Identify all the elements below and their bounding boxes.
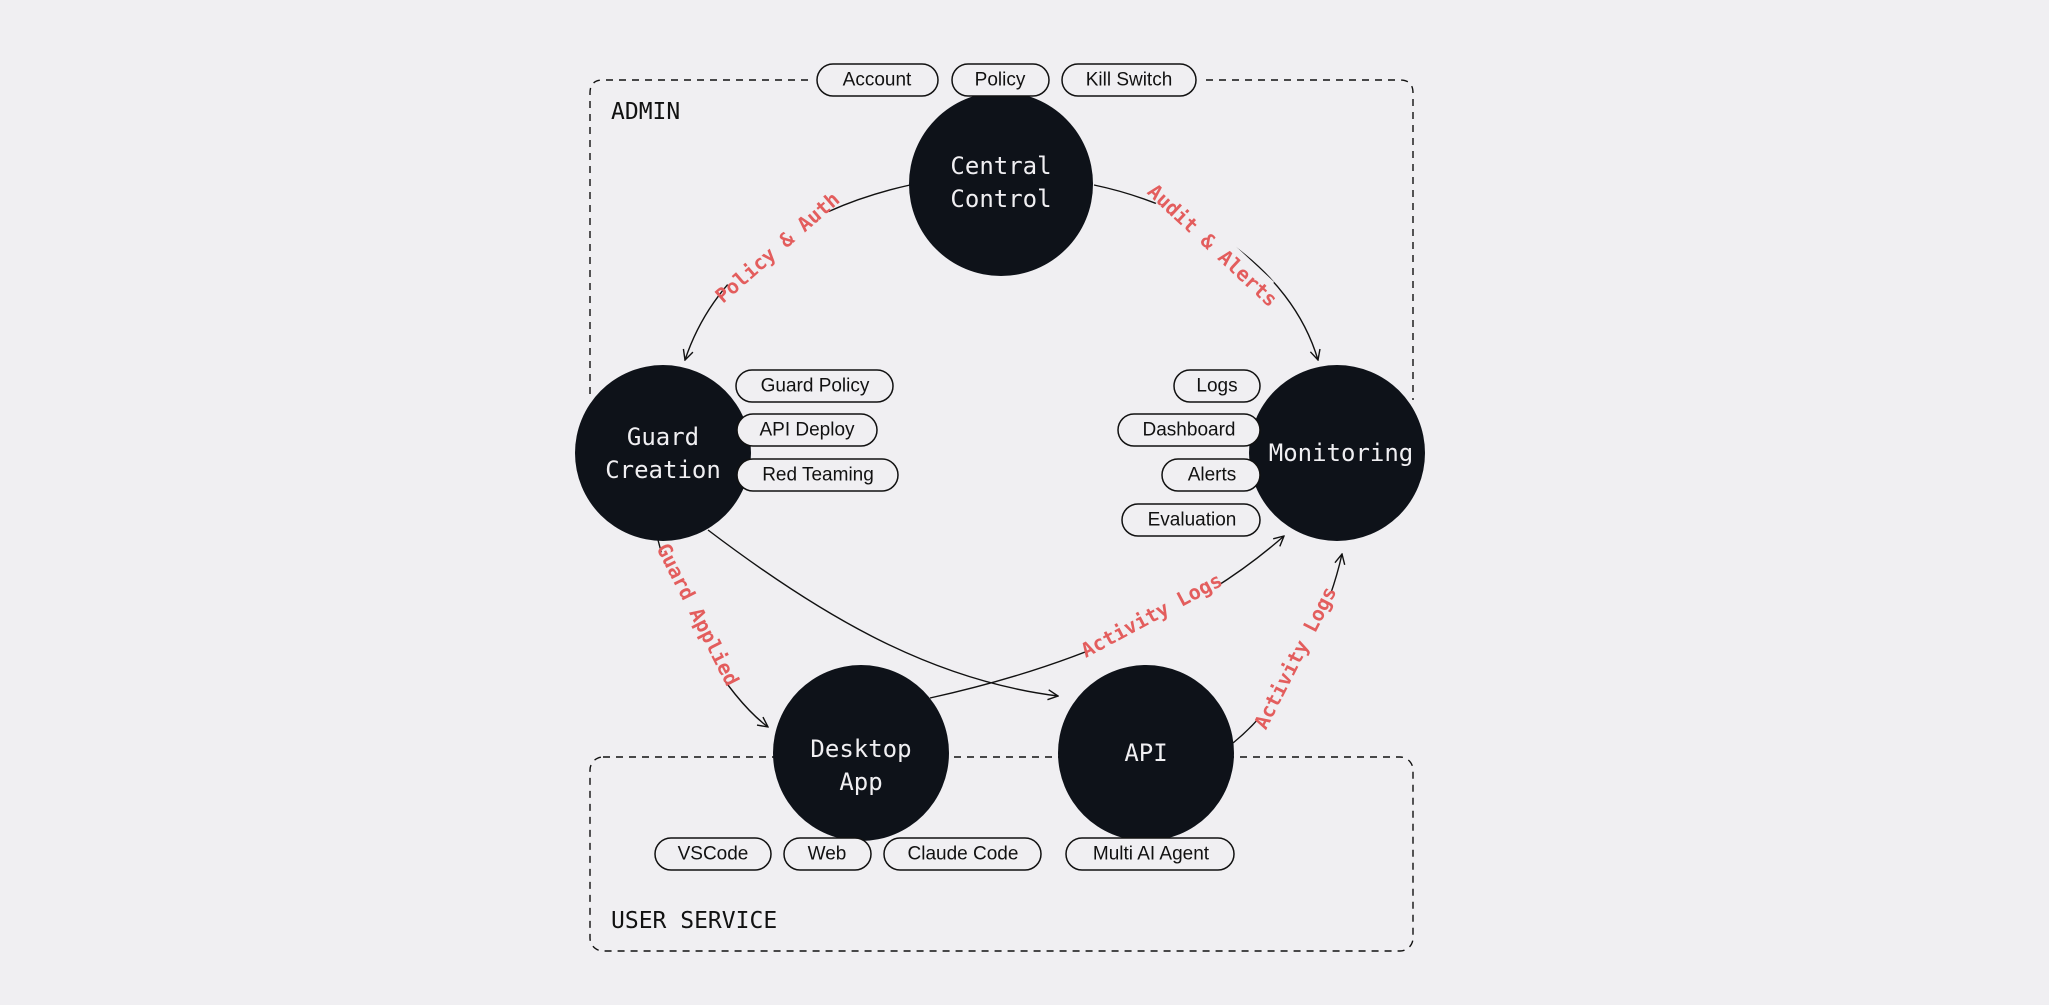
user-service-region <box>589 756 1414 952</box>
pill-dashboard[interactable]: Dashboard <box>1117 413 1261 447</box>
pill-alerts[interactable]: Alerts <box>1161 458 1261 492</box>
edge-label-audit-alerts: Audit & Alerts <box>1143 179 1283 312</box>
pill-multi-ai-agent[interactable]: Multi AI Agent <box>1065 837 1235 871</box>
svg-text:Guard Applied: Guard Applied <box>652 539 744 689</box>
edge-label-guard-applied: Guard Applied <box>652 539 744 689</box>
pill-api-deploy[interactable]: API Deploy <box>736 413 878 447</box>
svg-text:Web: Web <box>808 844 847 865</box>
pill-account[interactable]: Account <box>816 63 939 97</box>
node-api[interactable]: API <box>1058 665 1234 841</box>
svg-text:Multi AI Agent: Multi AI Agent <box>1093 844 1210 865</box>
svg-text:Monitoring: Monitoring <box>1269 439 1414 467</box>
svg-text:VSCode: VSCode <box>678 844 749 865</box>
svg-text:Claude Code: Claude Code <box>908 844 1019 865</box>
pill-guard-policy[interactable]: Guard Policy <box>735 369 894 403</box>
edge-guard-to-api <box>707 529 1058 696</box>
svg-text:Control: Control <box>950 185 1051 213</box>
node-desktop-app[interactable]: Desktop App <box>773 665 949 841</box>
svg-text:Logs: Logs <box>1196 376 1237 397</box>
edge-activity-logs-desktop <box>929 536 1284 699</box>
admin-region <box>589 79 808 400</box>
svg-text:Central: Central <box>950 152 1051 180</box>
edge-audit-alerts <box>1093 184 1318 360</box>
svg-text:Evaluation: Evaluation <box>1148 510 1237 531</box>
svg-text:Guard: Guard <box>627 423 699 451</box>
svg-text:Desktop: Desktop <box>810 735 911 763</box>
admin-region-right <box>1206 79 1414 400</box>
svg-text:Policy & Auth: Policy & Auth <box>710 187 844 308</box>
pill-logs[interactable]: Logs <box>1173 369 1261 403</box>
edge-label-activity-logs-desktop: Activity Logs <box>1077 567 1226 663</box>
svg-text:Account: Account <box>843 70 912 91</box>
svg-text:Guard Policy: Guard Policy <box>761 376 870 397</box>
svg-text:API Deploy: API Deploy <box>759 420 855 441</box>
svg-text:Kill Switch: Kill Switch <box>1086 70 1173 91</box>
node-guard-creation[interactable]: Guard Creation <box>575 365 751 541</box>
pill-evaluation[interactable]: Evaluation <box>1121 503 1261 537</box>
edge-label-activity-logs-api: Activity Logs <box>1248 582 1341 733</box>
svg-text:Activity Logs: Activity Logs <box>1249 582 1341 732</box>
svg-text:Activity Logs: Activity Logs <box>1077 568 1226 663</box>
svg-text:Audit & Alerts: Audit & Alerts <box>1143 179 1283 312</box>
node-central-control[interactable]: Central Control <box>909 92 1093 276</box>
node-monitoring[interactable]: Monitoring <box>1249 365 1425 541</box>
svg-text:Dashboard: Dashboard <box>1143 420 1236 441</box>
user-service-label: USER SERVICE <box>611 908 777 934</box>
svg-text:Policy: Policy <box>975 70 1026 91</box>
svg-text:Alerts: Alerts <box>1188 465 1237 486</box>
pill-claude-code[interactable]: Claude Code <box>883 837 1042 871</box>
svg-text:App: App <box>839 768 882 796</box>
pill-policy[interactable]: Policy <box>951 63 1050 97</box>
admin-label: ADMIN <box>611 99 680 125</box>
svg-text:Red Teaming: Red Teaming <box>762 465 874 486</box>
pill-red-teaming[interactable]: Red Teaming <box>736 458 899 492</box>
edge-label-policy-auth: Policy & Auth <box>710 187 844 308</box>
svg-text:Creation: Creation <box>605 456 721 484</box>
svg-text:API: API <box>1124 739 1167 767</box>
pill-web[interactable]: Web <box>783 837 872 871</box>
pill-kill-switch[interactable]: Kill Switch <box>1061 63 1197 97</box>
pill-vscode[interactable]: VSCode <box>654 837 772 871</box>
